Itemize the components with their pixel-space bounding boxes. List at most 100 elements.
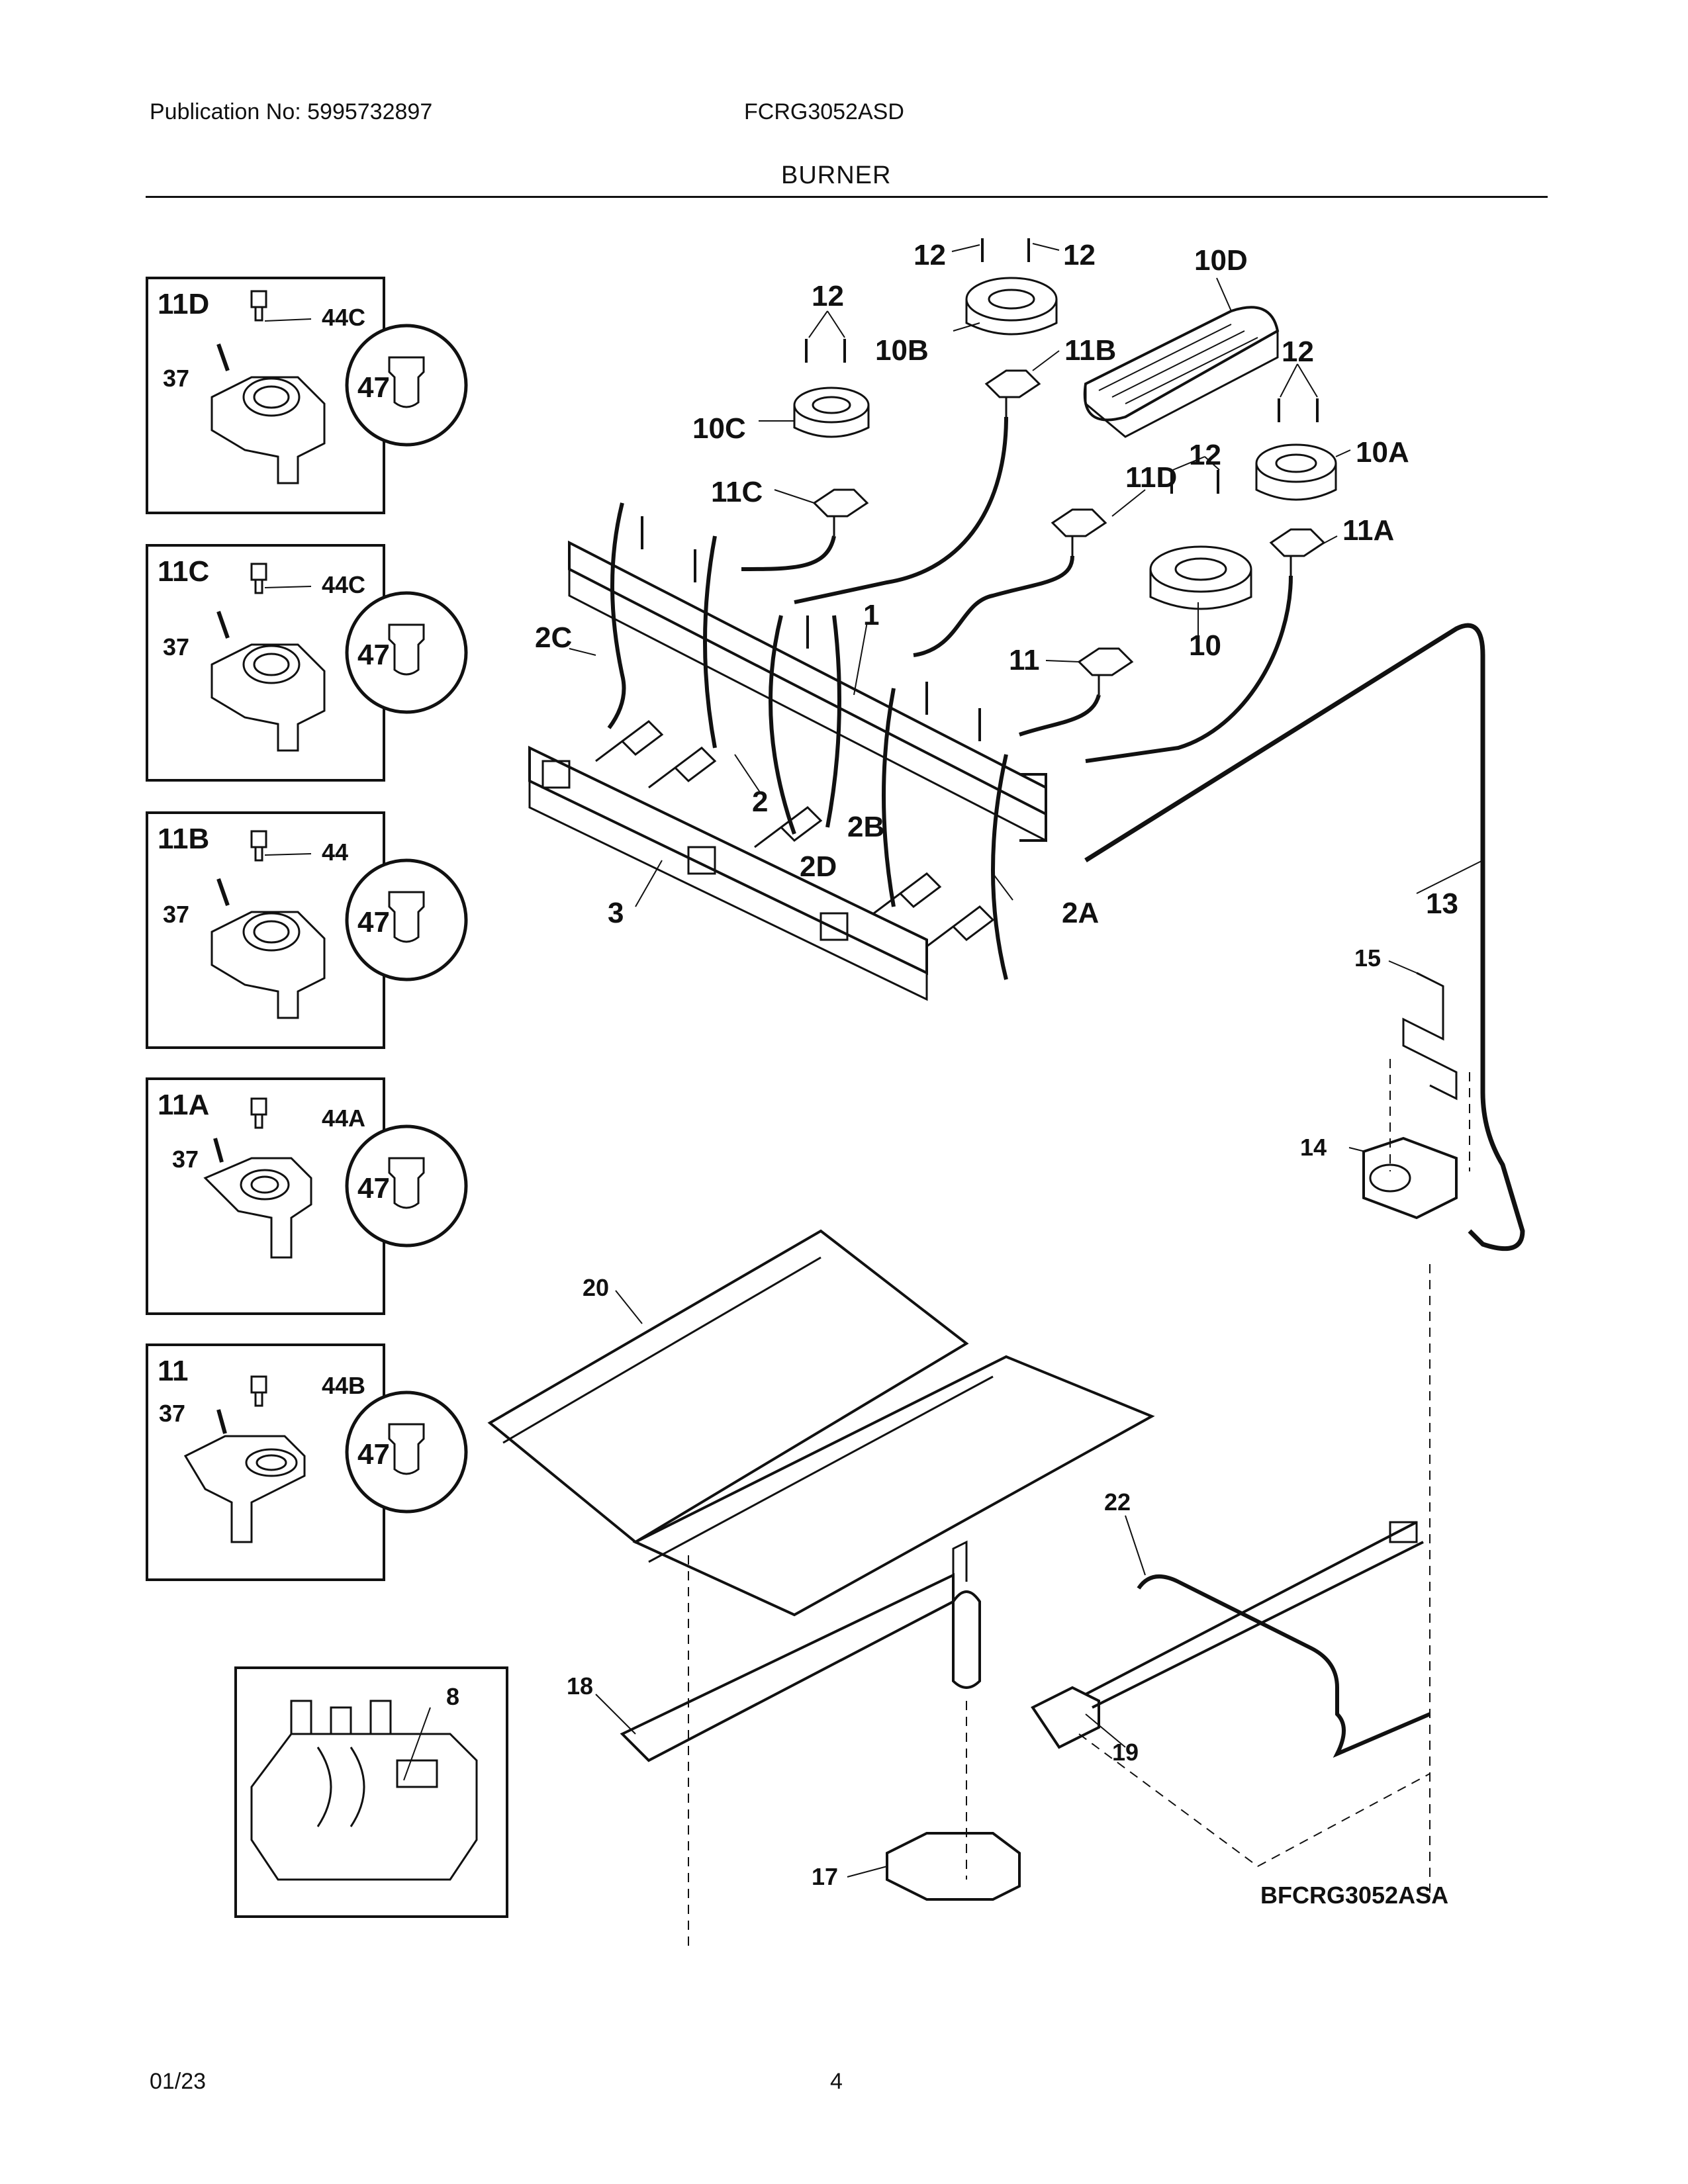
inset-11a-title: 11A — [158, 1089, 209, 1121]
label-11b: 11B — [1064, 334, 1116, 367]
inset-11-part: 44B — [322, 1372, 365, 1399]
inset-11a — [146, 1077, 468, 1315]
inset-11a-screw: 37 — [172, 1146, 199, 1173]
burner-valve-icon — [203, 1157, 312, 1259]
spark-module-icon — [250, 1733, 478, 1881]
inset-11c-screw: 37 — [163, 633, 189, 660]
orifice-icon — [388, 891, 425, 943]
burner-tray — [487, 1229, 1155, 1617]
inset-11b-screw: 37 — [163, 901, 189, 928]
inset-11b — [146, 811, 468, 1049]
burner-base-11 — [1077, 647, 1134, 695]
mounting-rail — [620, 1540, 968, 1762]
diagram-code: BFCRG3052ASA — [1260, 1882, 1448, 1909]
valves — [595, 720, 995, 948]
inset-11c-part: 44C — [322, 571, 365, 598]
label-18: 18 — [567, 1672, 593, 1700]
inset-11d-orifice: 47 — [357, 371, 390, 404]
label-10: 10 — [1189, 629, 1221, 662]
burner-base-11a — [1269, 528, 1326, 576]
label-19: 19 — [1112, 1739, 1139, 1766]
burner-valve-icon — [211, 911, 326, 1019]
inset-11-orifice: 47 — [357, 1438, 390, 1471]
inset-11-screw: 37 — [159, 1400, 185, 1427]
label-12e: 12 — [1189, 439, 1221, 471]
orifice-icon — [388, 623, 425, 676]
label-2a: 2A — [1062, 897, 1099, 929]
label-2c: 2C — [535, 621, 572, 654]
oven-safety-valve — [886, 1832, 1021, 1901]
inset-11b-orifice: 47 — [357, 906, 390, 938]
orifice-icon — [388, 1423, 425, 1475]
inset-11c — [146, 544, 468, 782]
part-labels: 12 12 10D 12 10B 11B 12 10C 10A 12 11D 1… — [446, 239, 1458, 1909]
valve-bracket — [528, 745, 928, 1001]
label-22: 22 — [1104, 1488, 1131, 1516]
regulator-bracket — [1402, 972, 1458, 1101]
inset-11a-part: 44A — [322, 1105, 365, 1132]
label-15: 15 — [1354, 944, 1381, 972]
pressure-regulator — [1362, 1136, 1458, 1220]
oven-gas-tube — [1137, 1574, 1431, 1758]
header-rule — [146, 196, 1548, 198]
spark-module-inset — [234, 1666, 508, 1918]
burner-base-11d — [1051, 508, 1107, 556]
page-number: 4 — [830, 2069, 843, 2094]
label-10b: 10B — [875, 334, 929, 367]
inset-11d-title: 11D — [158, 288, 209, 320]
burner-head-10b — [965, 277, 1058, 336]
inset-11c-orifice: 47 — [357, 639, 390, 671]
label-11: 11 — [1009, 644, 1040, 676]
label-8: 8 — [446, 1683, 459, 1710]
model-number: FCRG3052ASD — [744, 99, 904, 124]
inset-11c-title: 11C — [158, 555, 209, 588]
burner-base-11c — [812, 488, 869, 536]
label-12b: 12 — [1063, 239, 1096, 271]
orifice-icon — [388, 1157, 425, 1209]
inset-11a-orifice: 47 — [357, 1172, 390, 1205]
label-12c: 12 — [812, 280, 844, 312]
burner-valve-icon — [183, 1435, 306, 1543]
label-12a: 12 — [914, 239, 946, 271]
label-2: 2 — [752, 786, 768, 818]
label-2d: 2D — [800, 850, 837, 883]
inset-labels: 11D 44C 37 47 11C 44C 37 47 11B 44 37 47… — [158, 288, 390, 1471]
burner-base-11b — [984, 369, 1041, 417]
label-10c: 10C — [692, 412, 746, 445]
inset-11 — [146, 1343, 468, 1581]
footer-date: 01/23 — [150, 2069, 207, 2094]
inset-11b-title: 11B — [158, 823, 209, 855]
label-11a: 11A — [1342, 514, 1394, 547]
burner-valve-icon — [211, 376, 326, 484]
burner-head-10 — [1149, 545, 1252, 610]
label-11c: 11C — [711, 476, 763, 508]
inset-11d-part: 44C — [322, 304, 365, 331]
label-10d: 10D — [1194, 244, 1248, 277]
burner-head-10c — [793, 387, 870, 438]
oven-igniter — [1031, 1686, 1100, 1749]
gas-tube — [1084, 623, 1525, 1251]
inset-11d — [146, 277, 468, 514]
burner-valve-icon — [211, 643, 326, 752]
label-10a: 10A — [1356, 436, 1409, 469]
orifice-icon — [388, 356, 425, 408]
burner-head-10d — [1083, 306, 1280, 438]
label-12d: 12 — [1282, 336, 1314, 368]
inset-11d-screw: 37 — [163, 365, 189, 392]
label-1: 1 — [863, 599, 879, 631]
label-3: 3 — [608, 897, 624, 929]
label-17: 17 — [812, 1863, 838, 1890]
inset-11-title: 11 — [158, 1355, 189, 1387]
burner-head-10a — [1255, 443, 1337, 501]
inset-11b-part: 44 — [322, 839, 348, 866]
label-2b: 2B — [847, 811, 884, 843]
label-11d: 11D — [1125, 461, 1177, 494]
section-title: BURNER — [781, 161, 892, 189]
manifold — [568, 540, 1047, 842]
label-13: 13 — [1426, 887, 1458, 920]
oven-orifice-holder — [952, 1590, 981, 1689]
publication-number: Publication No: 5995732897 — [150, 99, 433, 124]
label-20: 20 — [583, 1274, 609, 1301]
label-14: 14 — [1300, 1134, 1327, 1161]
